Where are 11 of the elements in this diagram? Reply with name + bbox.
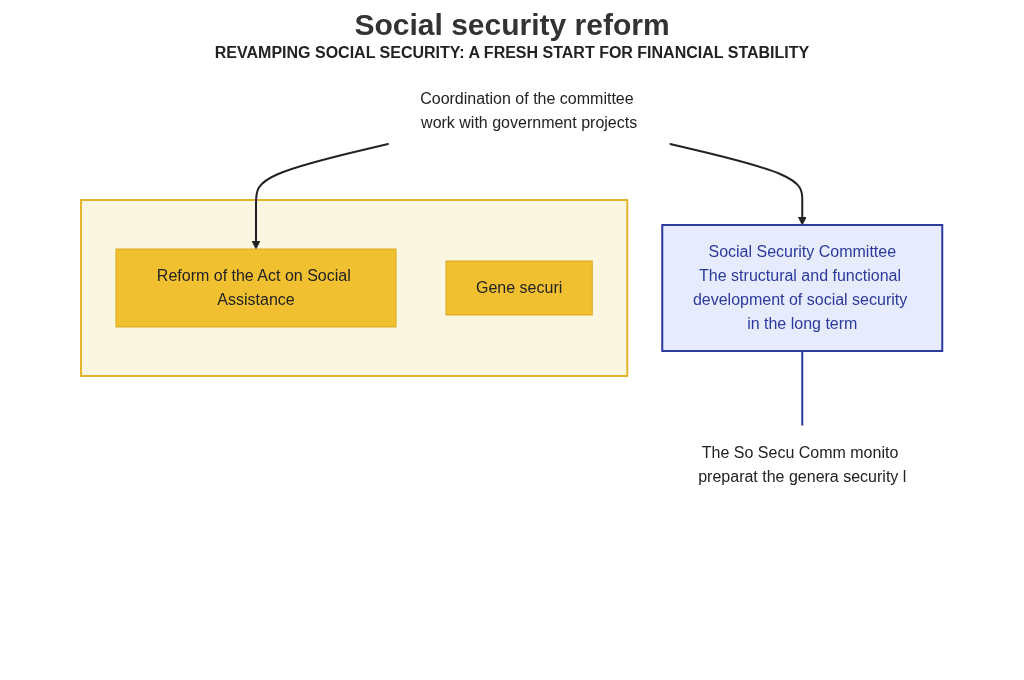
node-box: Gene securi [445, 260, 594, 316]
diagram-title: Social security reform [353, 8, 671, 42]
arrow [668, 142, 808, 226]
cluster [80, 199, 629, 377]
node-box: Reform of the Act on Social Assistance [115, 248, 397, 328]
arrow [251, 142, 391, 250]
node-box: Social Security Committee The structural and functional development of social security in the long term [661, 224, 944, 352]
node-text: Coordination of the committee work with government projects [420, 90, 638, 131]
diagram-caption: REVAMPING SOCIAL SECURITY: A FRESH START FOR FINANCIAL STABILITY [213, 44, 811, 62]
connector [801, 350, 804, 427]
node-text: The So Secu Comm monito preparat the genera security l [698, 444, 907, 485]
